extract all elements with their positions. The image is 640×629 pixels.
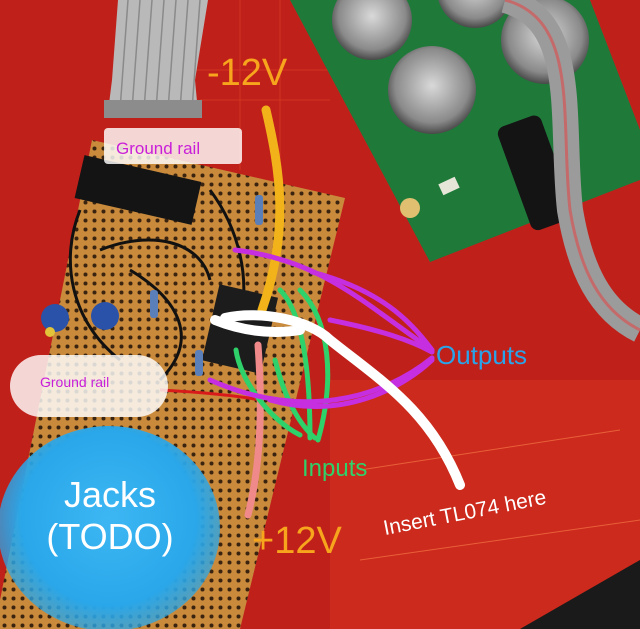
header-connector bbox=[74, 155, 202, 225]
plus-12v-rail-stroke bbox=[244, 341, 264, 519]
jacks-todo-blob bbox=[0, 426, 220, 629]
small-capacitors bbox=[41, 302, 119, 337]
insert-ic-stroke bbox=[220, 310, 465, 490]
jacks-todo-label: (TODO) bbox=[46, 516, 174, 557]
plus-12v-label: +12V bbox=[252, 520, 342, 562]
outputs-label: Outputs bbox=[436, 340, 528, 370]
output-strokes bbox=[207, 247, 435, 409]
dark-corner bbox=[520, 560, 640, 629]
dc-jack bbox=[497, 115, 575, 231]
resistors bbox=[150, 195, 263, 376]
ground-rail-top-highlight bbox=[104, 128, 242, 164]
minus-12v-rail-stroke bbox=[257, 105, 285, 315]
mat-ruler bbox=[359, 429, 640, 561]
ribbon-cable bbox=[104, 0, 208, 118]
ground-rail-top-label: Ground rail bbox=[116, 139, 201, 158]
ground-rail-bottom-highlight bbox=[10, 355, 168, 417]
red-wire bbox=[159, 388, 261, 402]
ground-rail-bottom-label: Ground rail bbox=[40, 374, 110, 390]
inputs-label: Inputs bbox=[302, 455, 368, 482]
jacks-label: Jacks bbox=[63, 474, 157, 515]
minus-12v-label: -12V bbox=[207, 52, 288, 94]
